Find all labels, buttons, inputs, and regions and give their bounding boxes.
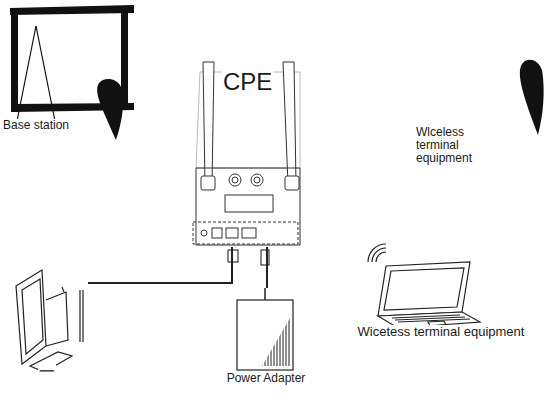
cable-connector [266, 247, 268, 288]
cable-connector [88, 247, 232, 283]
cpe-device-drawing [225, 195, 273, 212]
cpe-device: CPE [188, 55, 306, 247]
node-label: Wlceless terminal equipment [415, 126, 483, 165]
laptop-terminal: Wicetess terminal equipment [345, 245, 539, 345]
laptop-drawing [368, 244, 480, 328]
power-adapter-drawing [264, 288, 266, 300]
power-adapter: Power Adapter [215, 288, 319, 395]
node-label: Power Adapter [215, 372, 317, 385]
cpe-device-drawing [285, 176, 299, 190]
desktop-computer-drawing [16, 270, 46, 364]
power-adapter-drawing [262, 318, 290, 366]
power-adapter-drawing [237, 288, 293, 370]
cpe-device-drawing [201, 176, 215, 190]
laptop-drawing [368, 244, 386, 262]
cpe-device-drawing [242, 228, 256, 238]
base-station-tower [16, 26, 36, 126]
node-label: CPE [222, 69, 273, 95]
base-station-tower [10, 5, 134, 15]
laptop-drawing [376, 252, 386, 262]
cpe-device-drawing [254, 177, 260, 183]
cpe-device-drawing [193, 62, 300, 265]
cpe-device-drawing [232, 177, 238, 183]
cpe-device-drawing [283, 62, 296, 184]
cpe-device-drawing [196, 168, 300, 245]
laptop-drawing [378, 262, 470, 316]
desktop-computer-drawing [46, 292, 68, 346]
laptop-drawing [392, 315, 470, 322]
cpe-device-drawing [193, 222, 298, 244]
power-adapter-drawing [237, 300, 293, 370]
desktop-computer: 一 [8, 265, 88, 390]
wireless-terminal: Wlceless terminal equipment [412, 50, 547, 168]
cpe-device-drawing [226, 228, 238, 238]
laptop-drawing [384, 268, 464, 310]
node-label: Base station [2, 119, 70, 132]
cpe-device-drawing [229, 174, 241, 186]
desktop-computer-drawing [16, 270, 83, 372]
cpe-device-drawing [251, 174, 263, 186]
cpe-device-drawing [212, 228, 222, 238]
base-station: Base station [2, 5, 137, 145]
laptop-drawing [372, 248, 386, 262]
base-station-tower [36, 26, 56, 126]
desktop-computer-drawing [22, 279, 43, 354]
wireless-terminal-symbol [520, 60, 544, 135]
wireless-terminal-symbol [520, 60, 544, 135]
base-station-tower [11, 12, 18, 112]
desktop-computer-drawing [80, 290, 83, 342]
node-label: 一 [38, 363, 56, 380]
base-station-tower [97, 79, 123, 140]
desktop-computer-drawing [62, 287, 64, 292]
cpe-device-drawing [203, 62, 214, 184]
node-label: Wicetess terminal equipment [345, 325, 537, 339]
cpe-device-drawing [201, 230, 207, 236]
